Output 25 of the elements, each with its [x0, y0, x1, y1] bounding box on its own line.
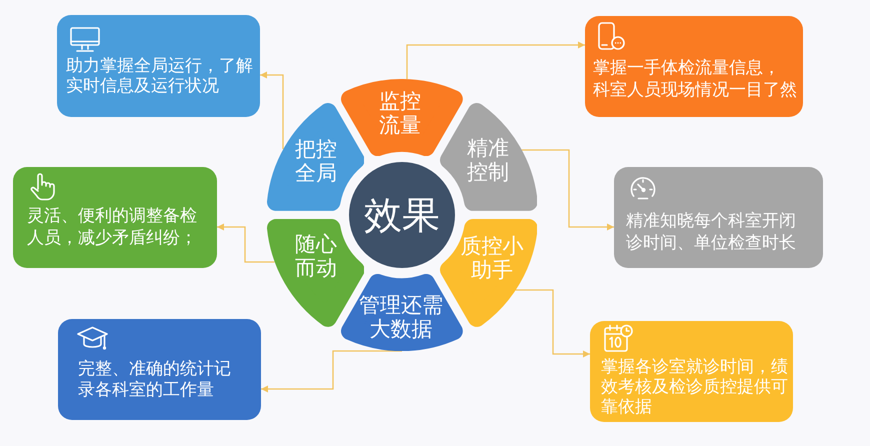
- segment-label: 监控流量: [378, 89, 422, 137]
- segment-label: 随心而动: [294, 232, 338, 280]
- info-card: [585, 16, 803, 117]
- connector-arrow: [260, 72, 284, 150]
- center-title: 效果: [364, 193, 440, 237]
- description-text: 掌握一手体检流量信息，科室人员现场情况一目了然: [593, 57, 798, 101]
- connector-arrow: [261, 350, 402, 392]
- connector-arrow: [521, 149, 614, 230]
- info-card: [13, 167, 217, 268]
- description-text: 助力掌握全局运行，了解实时信息及运行状况: [66, 56, 254, 96]
- description-text: 灵活、便利的调整备检人员，减少矛盾纠纷；: [27, 205, 198, 249]
- description-text: 掌握各诊室就诊时间，绩效考核及检诊质控提供可靠依据: [601, 357, 789, 417]
- info-card: [590, 321, 793, 422]
- connector-arrow: [515, 289, 590, 358]
- info-card: [58, 319, 261, 420]
- segment-label: 质控小助手: [460, 234, 524, 282]
- description-text: 完整、准确的统计记录各科室的工作量: [78, 359, 232, 401]
- connector-arrow: [406, 42, 585, 80]
- segment-label: 管理还需大数据: [358, 292, 444, 341]
- info-card: [57, 15, 260, 117]
- connector-arrow: [217, 224, 274, 263]
- segment-label: 把控全局: [294, 136, 338, 185]
- description-text: 精准知晓每个科室开闭诊时间、单位检查时长: [626, 210, 797, 254]
- info-card: [614, 167, 823, 268]
- segment-label: 精准控制: [466, 136, 510, 184]
